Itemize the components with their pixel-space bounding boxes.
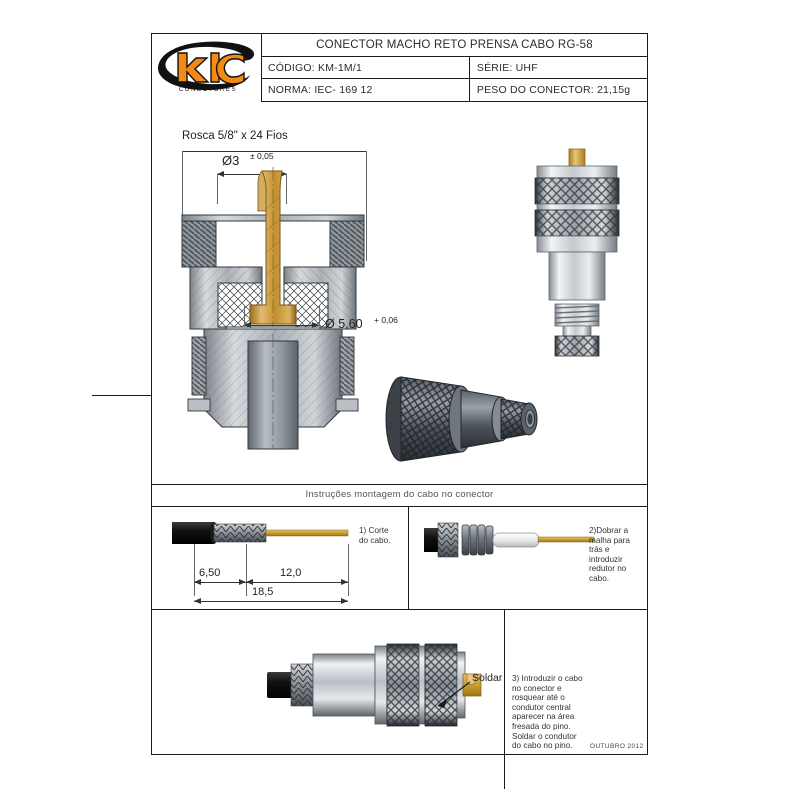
pin-diameter-label: Ø3: [222, 153, 240, 168]
pin-dim-line: [217, 174, 287, 175]
pin-arrow-left: [217, 171, 224, 177]
body-tolerance-label: + 0,06: [374, 315, 398, 325]
step1-dim-total-arrow-l: [194, 598, 201, 604]
norm-row: NORMA: IEC- 169 12 PESO DO CONECTOR: 21,…: [262, 79, 647, 102]
logo-tagline: CONECTORES: [178, 87, 236, 93]
step1-ext-0: [194, 544, 195, 596]
body-ext-right: [319, 306, 320, 326]
step1-dim-a-arrow-l: [194, 579, 201, 585]
code-row: CÓDIGO: KM-1M/1 SÉRIE: UHF: [262, 57, 647, 79]
step1-dim-total-arrow-r: [341, 598, 348, 604]
step2-cable-drawing: [424, 522, 595, 558]
pin-arrow-right: [280, 171, 287, 177]
instructions-col-divider: [408, 506, 409, 609]
solder-label: Soldar: [472, 672, 503, 684]
body-arrow-right: [312, 322, 319, 328]
pin-tolerance-label: ± 0,05: [250, 151, 274, 161]
step1-ext-1: [246, 544, 247, 596]
step1-dim-a-line: [194, 582, 246, 583]
step-2-text: 2)Dobrar a malha para trás e introduzir …: [589, 526, 630, 583]
step-3-text: 3) Introduzir o cabo no conector e rosqu…: [512, 674, 583, 751]
step3-assembly-drawing: [267, 643, 482, 727]
step1-dim-a-label: 6,50: [199, 567, 221, 579]
cross-section-drawing: [181, 167, 365, 450]
step1-dim-b-label: 12,0: [280, 567, 302, 579]
pin-ext-right: [286, 174, 287, 204]
body-diameter-label: Ø 5,60: [325, 317, 363, 331]
instructions-divider-top: [152, 484, 647, 485]
date-stamp: OUTUBRO 2012: [590, 743, 644, 750]
body-arrow-left: [244, 322, 251, 328]
step1-dim-total-line: [194, 601, 348, 602]
logo-cell: CONECTORES: [152, 34, 262, 102]
klc-logo: CONECTORES: [156, 39, 258, 97]
left-extension-line: [92, 395, 152, 396]
title-block-rows: CONECTOR MACHO RETO PRENSA CABO RG-58 CÓ…: [262, 34, 647, 102]
step-1-text: 1) Corte do cabo.: [359, 526, 391, 545]
instructions-header: Instruções montagem do cabo no conector: [305, 489, 494, 500]
series-cell: SÉRIE: UHF: [476, 61, 538, 74]
connector-3d-angled: [385, 376, 538, 462]
step1-dim-a-arrow-r: [239, 579, 246, 585]
norm-cell: NORMA: IEC- 169 12: [262, 79, 470, 101]
drawing-frame: CONECTORES CONECTOR MACHO RETO PRENSA CA…: [151, 33, 648, 789]
body-ext-left: [244, 306, 245, 326]
thread-ext-right: [366, 151, 367, 261]
step1-dim-b-arrow-r: [341, 579, 348, 585]
step1-cable-drawing: [172, 522, 349, 544]
title-block: CONECTORES CONECTOR MACHO RETO PRENSA CA…: [152, 34, 647, 102]
step1-dim-b-line: [246, 582, 348, 583]
product-title: CONECTOR MACHO RETO PRENSA CABO RG-58: [316, 39, 593, 51]
weight-cell: PESO DO CONECTOR: 21,15g: [476, 84, 631, 96]
body-dim-line: [244, 325, 319, 326]
step1-dim-total-label: 18,5: [252, 586, 274, 598]
step1-ext-2: [348, 544, 349, 596]
solder-leader-line: [437, 681, 471, 708]
thread-ext-left: [182, 151, 183, 261]
thread-dim-line: [182, 151, 367, 152]
connector-3d-vertical: [534, 148, 620, 357]
pin-ext-left: [217, 174, 218, 204]
title-row: CONECTOR MACHO RETO PRENSA CABO RG-58: [262, 34, 647, 57]
instructions-divider-mid: [152, 506, 647, 507]
step3-col-divider: [504, 609, 505, 789]
thread-dimension-label: Rosca 5/8" x 24 Fios: [182, 130, 288, 142]
code-cell: CÓDIGO: KM-1M/1: [262, 57, 470, 78]
step1-dim-b-arrow-l: [246, 579, 253, 585]
instructions-divider-bottom: [152, 609, 647, 610]
